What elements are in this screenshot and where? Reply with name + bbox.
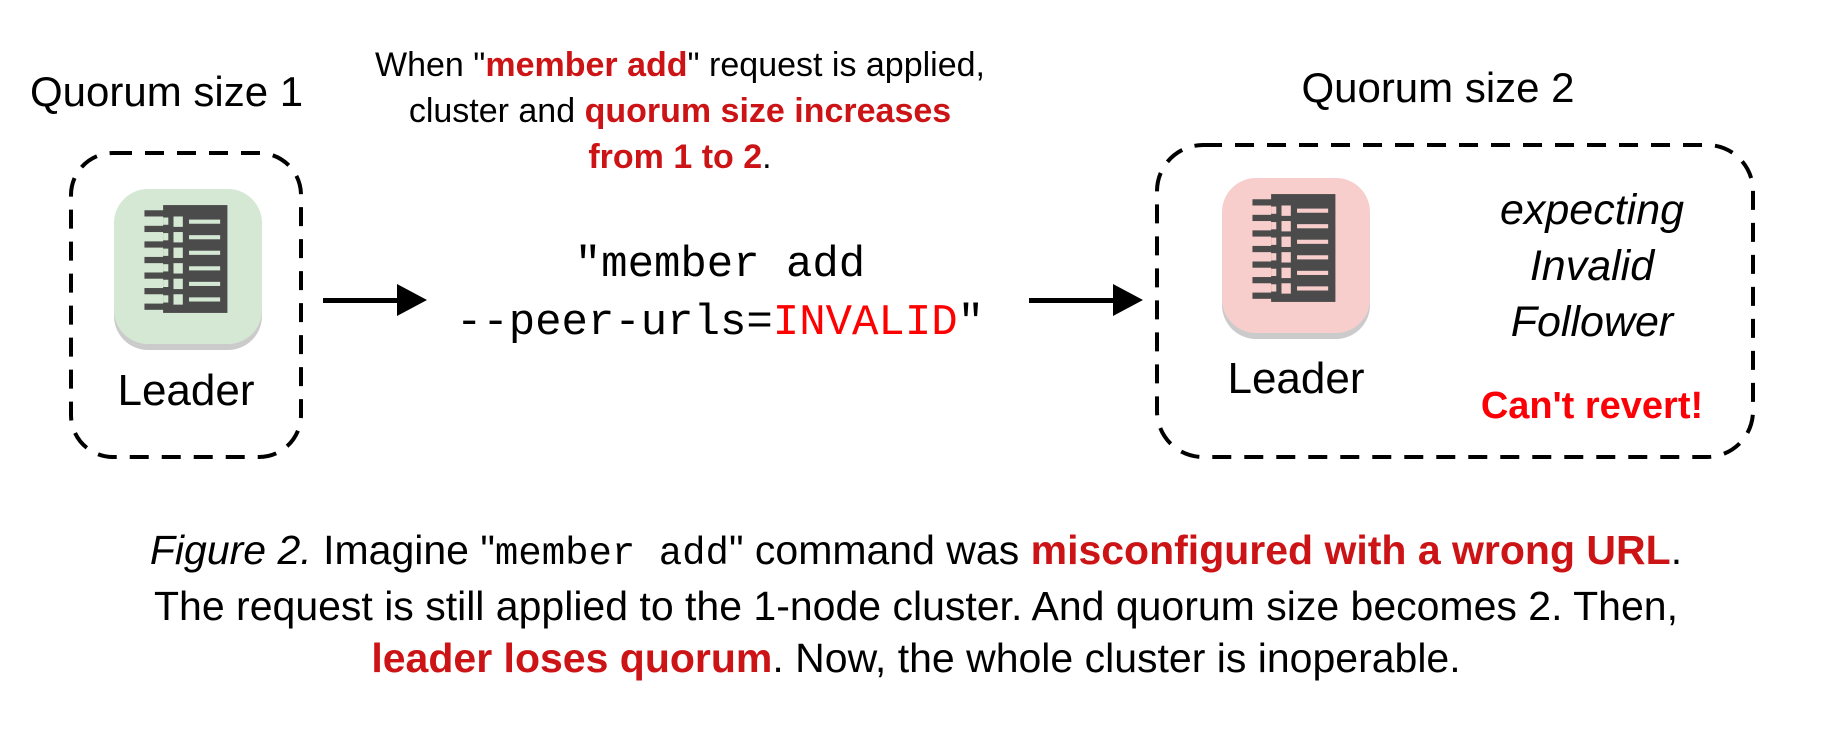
quorum-size-1-label: Quorum size 1 bbox=[30, 68, 304, 115]
arrow-right-icon-2 bbox=[1029, 284, 1143, 316]
member-list-glyph bbox=[144, 205, 228, 313]
caption-line-1: Figure 2. Imagine "member add" command w… bbox=[149, 527, 1683, 576]
etcd-member-icon bbox=[1222, 178, 1370, 333]
leader-label-left: Leader bbox=[117, 366, 255, 415]
arrow-right-icon-1 bbox=[323, 284, 427, 316]
member-add-note: When "member add" request is applied, cl… bbox=[370, 42, 990, 180]
expecting-invalid-follower-text: expecting Invalid Follower bbox=[1499, 186, 1685, 346]
command-line-1: "member add bbox=[574, 240, 866, 290]
caption-line-2: The request is still applied to the 1-no… bbox=[154, 583, 1678, 629]
etcd-member-icon bbox=[114, 189, 262, 344]
note-line-3: from 1 to 2. bbox=[588, 138, 772, 176]
figure-caption: Figure 2. Imagine "member add" command w… bbox=[0, 524, 1832, 684]
member-add-command: "member add --peer-urls=INVALID" bbox=[400, 236, 1040, 352]
member-list-glyph bbox=[1252, 194, 1336, 302]
quorum-1-dashed-box bbox=[69, 151, 303, 459]
command-line-2: --peer-urls=INVALID" bbox=[455, 298, 985, 348]
note-line-1: When "member add" request is applied, bbox=[375, 46, 985, 84]
quorum-2-dashed-box bbox=[1155, 143, 1755, 459]
leader-label-right: Leader bbox=[1227, 354, 1365, 403]
cant-revert-warning: Can't revert! bbox=[1480, 385, 1704, 427]
caption-line-3: leader loses quorum. Now, the whole clus… bbox=[371, 635, 1461, 681]
note-line-2: cluster and quorum size increases bbox=[408, 92, 952, 130]
quorum-size-2-label: Quorum size 2 bbox=[1301, 64, 1575, 111]
